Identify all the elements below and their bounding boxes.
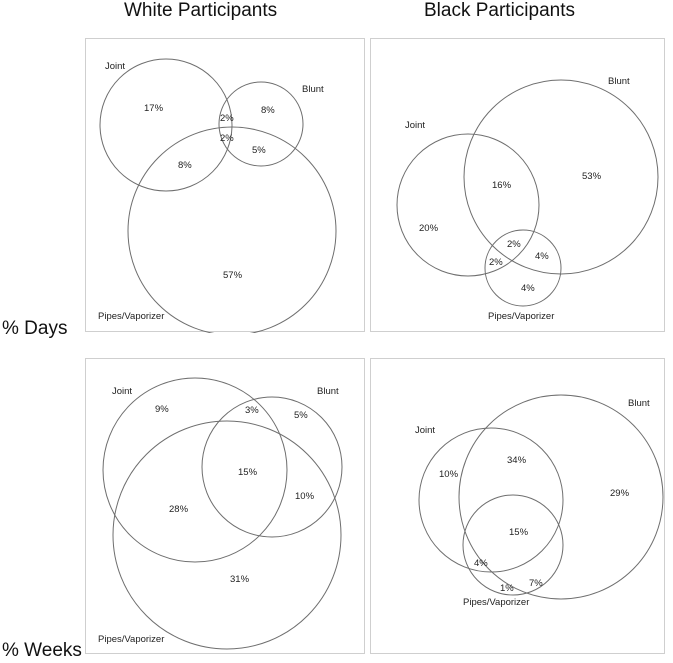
venn-weeks-black: Joint Blunt Pipes/Vaporizer 10% 34% 29% … [370, 358, 665, 654]
label-blunt: Blunt [317, 386, 339, 397]
value-all-three: 2% [507, 239, 521, 250]
label-blunt: Blunt [608, 76, 630, 87]
value-blunt-only: 5% [294, 410, 308, 421]
venn-weeks-white: Joint Blunt Pipes/Vaporizer 9% 3% 5% 15%… [85, 358, 365, 654]
circle-joint [99, 58, 233, 192]
value-blunt-pipes: 5% [252, 145, 266, 156]
label-joint: Joint [105, 61, 125, 72]
label-pipes: Pipes/Vaporizer [98, 634, 164, 645]
value-pipes-only: 57% [223, 270, 243, 281]
circle-blunt [201, 396, 343, 538]
row-label-days: % Days [2, 318, 68, 339]
value-blunt-only: 53% [582, 171, 602, 182]
label-joint: Joint [405, 120, 425, 131]
label-blunt: Blunt [302, 84, 324, 95]
value-blunt-only: 29% [610, 488, 630, 499]
venn-diagram-days-white: Joint Blunt Pipes/Vaporizer 17% 8% 2% 2%… [98, 58, 337, 336]
label-pipes: Pipes/Vaporizer [488, 311, 554, 322]
venn-diagram-weeks-white: Joint Blunt Pipes/Vaporizer 9% 3% 5% 15%… [98, 377, 343, 650]
column-title-black: Black Participants [424, 0, 576, 21]
value-all-three: 15% [238, 467, 258, 478]
value-pipes-only: 4% [521, 283, 535, 294]
value-joint-blunt: 34% [507, 455, 527, 466]
circle-pipes [127, 126, 337, 336]
venn-diagram-days-black: Joint Blunt Pipes/Vaporizer 20% 16% 53% … [396, 76, 659, 322]
circle-joint [418, 427, 564, 573]
value-joint-only: 20% [419, 223, 439, 234]
venn-diagram-weeks-black: Joint Blunt Pipes/Vaporizer 10% 34% 29% … [415, 394, 664, 608]
value-joint-pipes: 4% [474, 558, 488, 569]
value-blunt-pipes: 4% [535, 251, 549, 262]
value-joint-blunt: 2% [220, 113, 234, 124]
value-all-three: 2% [220, 133, 234, 144]
value-joint-only: 17% [144, 103, 164, 114]
venn-days-white: Joint Blunt Pipes/Vaporizer 17% 8% 2% 2%… [85, 38, 365, 336]
value-joint-pipes: 8% [178, 160, 192, 171]
value-joint-pipes: 28% [169, 504, 189, 515]
circle-pipes [112, 420, 342, 650]
venn-days-black: Joint Blunt Pipes/Vaporizer 20% 16% 53% … [370, 38, 665, 332]
value-joint-blunt: 3% [245, 405, 259, 416]
circle-joint [396, 133, 540, 277]
value-joint-only: 10% [439, 469, 459, 480]
value-pipes-only: 31% [230, 574, 250, 585]
value-pipes-only: 1% [500, 583, 514, 594]
circle-blunt [458, 394, 664, 600]
circle-joint [102, 377, 288, 563]
value-joint-pipes: 2% [489, 257, 503, 268]
value-blunt-pipes: 10% [295, 491, 315, 502]
column-title-white: White Participants [124, 0, 278, 21]
label-pipes: Pipes/Vaporizer [98, 311, 164, 322]
label-pipes: Pipes/Vaporizer [463, 597, 529, 608]
value-all-three: 15% [509, 527, 529, 538]
value-blunt-pipes: 7% [529, 578, 543, 589]
label-joint: Joint [112, 386, 132, 397]
circle-pipes [462, 494, 564, 596]
label-blunt: Blunt [628, 398, 650, 409]
label-joint: Joint [415, 425, 435, 436]
value-joint-only: 9% [155, 404, 169, 415]
row-label-weeks: % Weeks [2, 640, 82, 661]
circle-blunt [218, 81, 304, 167]
value-joint-blunt: 16% [492, 180, 512, 191]
value-blunt-only: 8% [261, 105, 275, 116]
circle-pipes [484, 229, 562, 307]
